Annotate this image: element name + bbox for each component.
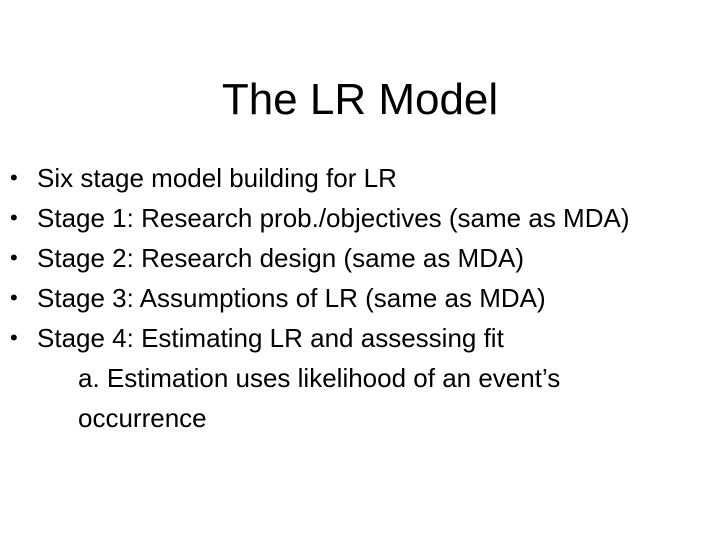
bullet-icon: • bbox=[10, 285, 18, 310]
sub-list-item-line-2: occurrence bbox=[78, 403, 207, 433]
list-item: • Stage 2: Research design (same as MDA) bbox=[10, 238, 710, 278]
list-item-label: Stage 1: Research prob./objectives (same… bbox=[37, 203, 630, 233]
sub-list: a. Estimation uses likelihood of an even… bbox=[10, 358, 710, 438]
list-item: • Six stage model building for LR bbox=[10, 158, 710, 198]
list-item-label: Stage 4: Estimating LR and assessing fit bbox=[37, 323, 504, 353]
bullet-list: • Six stage model building for LR • Stag… bbox=[10, 158, 710, 358]
list-item-label: Stage 2: Research design (same as MDA) bbox=[37, 243, 524, 273]
bullet-icon: • bbox=[10, 165, 18, 190]
slide-body: • Six stage model building for LR • Stag… bbox=[10, 158, 710, 438]
list-item-label: Stage 3: Assumptions of LR (same as MDA) bbox=[37, 283, 546, 313]
list-item: • Stage 1: Research prob./objectives (sa… bbox=[10, 198, 710, 238]
list-item-label: Six stage model building for LR bbox=[37, 163, 397, 193]
bullet-icon: • bbox=[10, 205, 18, 230]
bullet-icon: • bbox=[10, 325, 18, 350]
list-item: • Stage 4: Estimating LR and assessing f… bbox=[10, 318, 710, 358]
page-title: The LR Model bbox=[221, 75, 499, 125]
list-item: • Stage 3: Assumptions of LR (same as MD… bbox=[10, 278, 710, 318]
bullet-icon: • bbox=[10, 245, 18, 270]
sub-list-item-line-1: a. Estimation uses likelihood of an even… bbox=[78, 363, 561, 393]
